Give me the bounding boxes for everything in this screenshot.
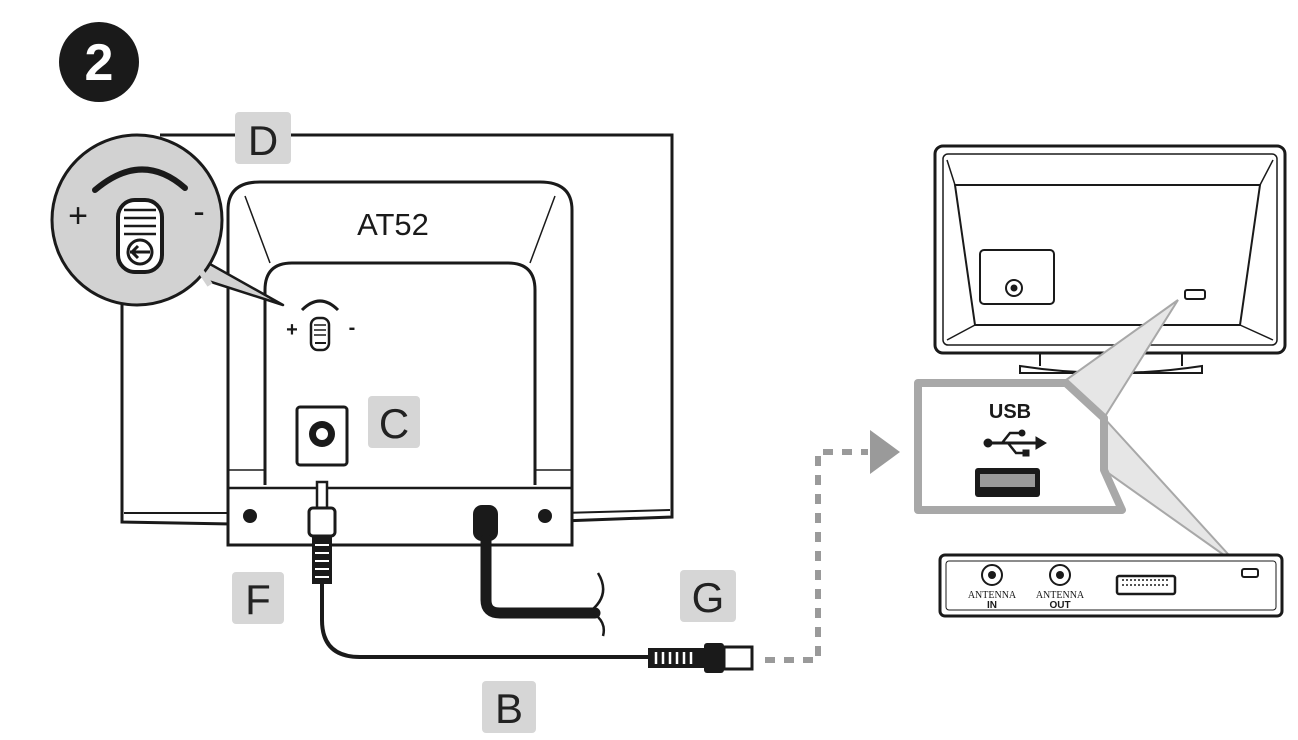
screw-hole-left xyxy=(243,509,257,523)
tv-back xyxy=(933,144,1287,374)
antenna-outer-panel xyxy=(160,133,674,523)
step-badge: 2 xyxy=(59,22,139,102)
dc-plug-head xyxy=(307,506,337,538)
connection-arrow xyxy=(765,430,900,663)
callout-g-label: G xyxy=(692,574,725,621)
antenna-inner-frame xyxy=(263,261,537,485)
antenna-panel-edge xyxy=(124,509,671,514)
tv-connector-strip: ANTENNA IN ANTENNA OUT xyxy=(938,553,1284,618)
tv-usb-port-small xyxy=(1184,289,1206,300)
callout-d-label: D xyxy=(248,117,278,164)
callout-b: B xyxy=(482,681,536,733)
usb-label: USB xyxy=(989,401,1031,423)
antenna-in-label-2: IN xyxy=(987,600,997,611)
usb-symbol-icon xyxy=(983,429,1047,457)
antenna-coax-output xyxy=(473,505,606,637)
gain-minus-small: - xyxy=(349,317,356,339)
gain-minus-large: - xyxy=(193,193,204,231)
antenna-in-jack[interactable] xyxy=(981,564,1003,586)
dc-power-socket xyxy=(295,405,349,467)
tv-antenna-panel xyxy=(979,249,1055,305)
cable-wire xyxy=(320,584,650,659)
callout-c-label: C xyxy=(379,400,409,447)
step-badge-circle xyxy=(59,22,139,102)
gain-knob-small: + - xyxy=(286,299,356,352)
antenna-outer-panel-left xyxy=(120,298,233,526)
cable-break-mark xyxy=(587,572,606,637)
callout-c: C xyxy=(368,396,420,448)
callout-g: G xyxy=(680,570,736,622)
callout-f-label: F xyxy=(245,576,271,623)
gain-arc xyxy=(92,166,188,193)
callout-f: F xyxy=(232,572,284,624)
antenna-in-label-1: ANTENNA xyxy=(968,590,1017,601)
antenna-bevel-lines xyxy=(244,195,556,264)
dc-plug-tip xyxy=(315,480,329,512)
step-number: 2 xyxy=(85,34,114,92)
usb-zoom-callout: USB xyxy=(914,299,1239,566)
gain-zoom-callout: + - xyxy=(50,133,285,307)
antenna-model-name: AT52 xyxy=(357,207,429,242)
usb-zoom-panel xyxy=(914,379,1126,514)
antenna-out-label-1: ANTENNA xyxy=(1036,590,1085,601)
callout-b-label: B xyxy=(495,685,523,732)
tv-usb-port-strip[interactable] xyxy=(1241,568,1259,578)
usb-power-cable xyxy=(307,480,754,673)
antenna-out-label-2: OUT xyxy=(1049,600,1070,611)
usb-plug-connector xyxy=(722,645,754,671)
screw-hole-right xyxy=(538,509,552,523)
gain-plus-large: + xyxy=(68,197,88,235)
antenna-out-jack[interactable] xyxy=(1049,564,1071,586)
usb-plug-collar xyxy=(704,643,724,673)
antenna-cable xyxy=(480,534,601,619)
gain-plus-small: + xyxy=(286,319,298,341)
callout-d: D xyxy=(235,112,291,164)
